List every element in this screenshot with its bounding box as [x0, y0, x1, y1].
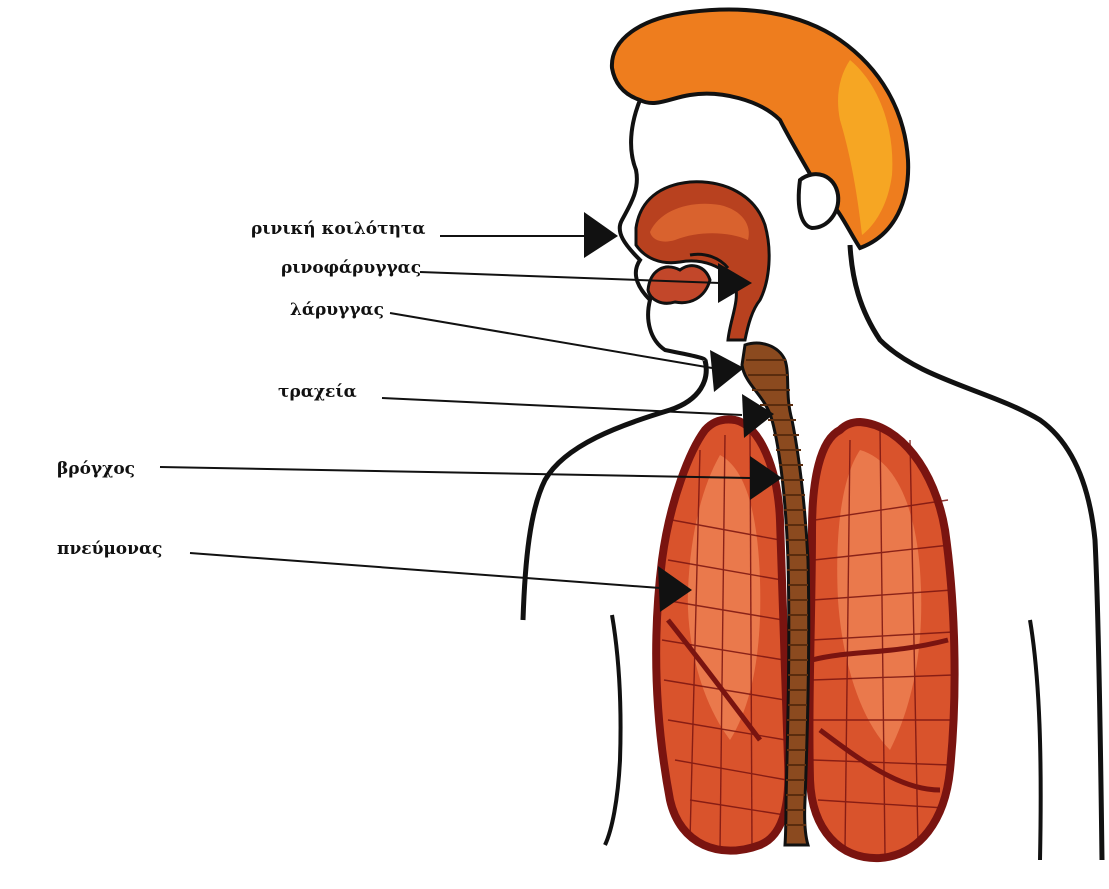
label-bronchus: βρόγχος: [57, 461, 135, 478]
leader-larynx: [390, 313, 712, 368]
label-nasopharynx: ρινοφάρυγγας: [281, 260, 421, 277]
arm-back: [1030, 620, 1041, 860]
leader-lung: [190, 553, 660, 588]
arrow-larynx: [710, 350, 744, 392]
label-lung: πνεύμονας: [57, 541, 162, 558]
tongue: [648, 266, 710, 304]
leader-bronchus: [160, 467, 750, 478]
label-trachea: τραχεία: [278, 384, 357, 401]
label-larynx: λάρυγγας: [290, 302, 384, 319]
ear: [799, 174, 838, 228]
arrow-nasal-cavity: [584, 212, 618, 258]
label-nasal-cavity: ρινική κοιλότητα: [251, 221, 425, 238]
arm-front: [605, 615, 621, 845]
